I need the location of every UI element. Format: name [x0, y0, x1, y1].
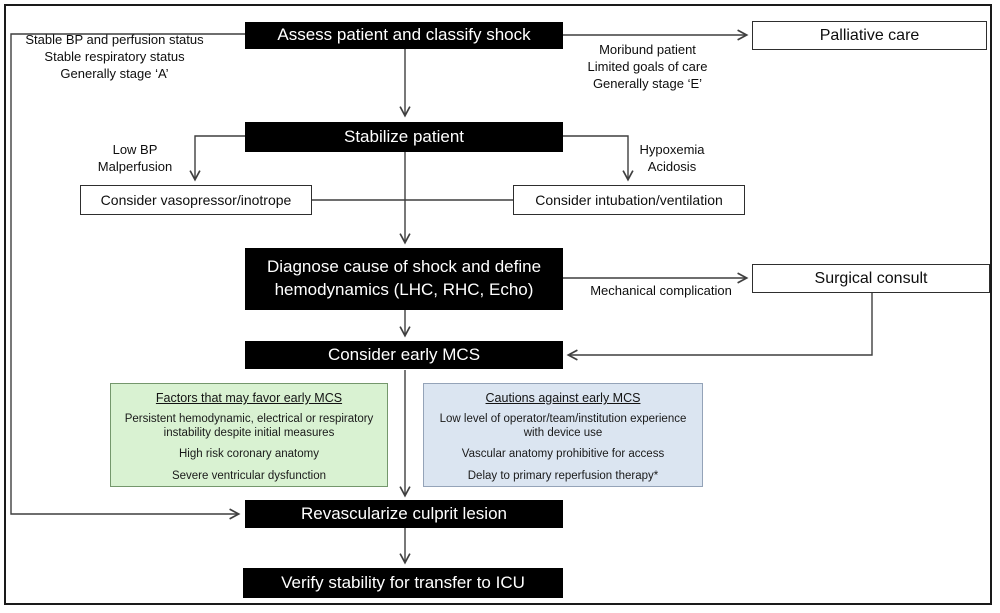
label-stable-path: Stable BP and perfusion status Stable re… [12, 31, 217, 82]
label-low-bp: Low BP [112, 142, 158, 157]
label-moribund-line2: Limited goals of care [587, 59, 708, 74]
panel-caution-item-1: Low level of operator/team/institution e… [439, 413, 687, 439]
panel-favor-item-1: Persistent hemodynamic, electrical or re… [124, 413, 374, 439]
panel-favor-item-3: Severe ventricular dysfunction [171, 469, 327, 482]
label-hypoxemia-acidosis: Hypoxemia Acidosis [612, 141, 732, 175]
node-palliative-care: Palliative care [752, 21, 987, 50]
node-surgical-consult: Surgical consult [752, 264, 990, 293]
panel-favor-item-2: High risk coronary anatomy [179, 448, 319, 460]
node-revascularize-lesion: Revascularize culprit lesion [245, 500, 563, 528]
label-acidosis: Acidosis [647, 159, 697, 174]
node-consider-early-mcs: Consider early MCS [245, 341, 563, 369]
panel-cautions-against-mcs: Cautions against early MCS Low level of … [423, 383, 703, 487]
figure-border [4, 4, 992, 605]
label-low-bp-malperfusion: Low BP Malperfusion [80, 141, 190, 175]
label-mechanical-complication: Mechanical complication [590, 283, 732, 298]
edge-stabilize-vasopressor [189, 135, 245, 182]
edge-surgical-mcs [566, 293, 873, 361]
label-malperfusion: Malperfusion [97, 159, 173, 174]
label-moribund-line1: Moribund patient [599, 42, 696, 57]
panel-favor-title: Factors that may favor early MCS [155, 391, 343, 405]
label-hypoxemia: Hypoxemia [639, 142, 705, 157]
panel-caution-item-2: Vascular anatomy prohibitive for access [461, 448, 665, 460]
node-assess-patient: Assess patient and classify shock [245, 22, 563, 49]
panel-caution-title: Cautions against early MCS [485, 391, 641, 405]
node-diagnose-line2: hemodynamics (LHC, RHC, Echo) [274, 280, 534, 299]
node-stabilize-patient: Stabilize patient [245, 122, 563, 152]
node-consider-vasopressor: Consider vasopressor/inotrope [80, 185, 312, 215]
edge-stabilize-intubation [563, 135, 634, 182]
node-consider-intubation: Consider intubation/ventilation [513, 185, 745, 215]
label-moribund-path: Moribund patient Limited goals of care G… [565, 41, 730, 92]
node-verify-stability-icu: Verify stability for transfer to ICU [243, 568, 563, 598]
panel-caution-item-3: Delay to primary reperfusion therapy* [467, 469, 659, 482]
label-stable-line1: Stable BP and perfusion status [25, 32, 204, 47]
panel-factors-favor-mcs: Factors that may favor early MCS Persist… [110, 383, 388, 487]
label-moribund-line3: Generally stage ‘E’ [592, 76, 703, 91]
label-stable-line3: Generally stage ‘A’ [60, 66, 169, 81]
label-stable-line2: Stable respiratory status [44, 49, 185, 64]
node-diagnose-line1: Diagnose cause of shock and define [266, 257, 542, 277]
node-diagnose-shock: Diagnose cause of shock and define hemod… [245, 248, 563, 310]
edge-stable-feedback-revascularize [10, 33, 245, 520]
